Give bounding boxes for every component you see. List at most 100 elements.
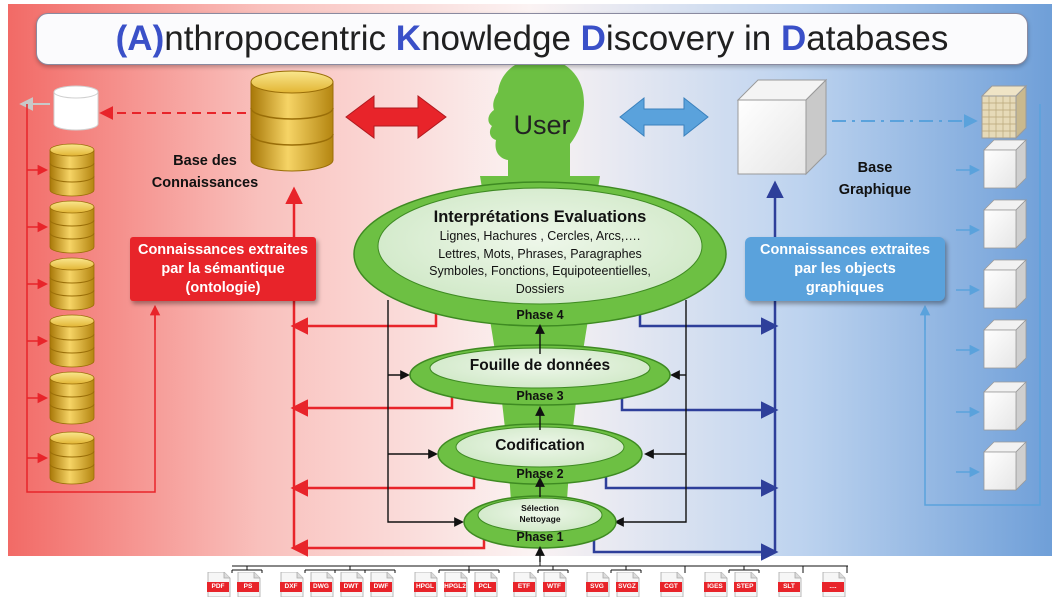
- file-format-icon: DXF: [278, 572, 305, 597]
- graphic-base-label-line: Graphique: [838, 182, 912, 198]
- file-format-label: SVG: [586, 582, 608, 592]
- file-format-label: HPGL2: [444, 582, 466, 592]
- file-format-icon: DWG: [308, 572, 335, 597]
- diagram-title: (A)nthropocentric Knowledge Discovery in…: [36, 13, 1028, 65]
- file-format-icon: PS: [235, 572, 262, 597]
- phase1-line: Sélection: [521, 503, 559, 513]
- file-format-label: PS: [237, 582, 259, 592]
- title-part: iscovery in: [605, 19, 781, 58]
- phase3-label: Phase 3: [516, 389, 564, 403]
- semantic-knowledge-box: Connaissances extraites par la sémantiqu…: [130, 237, 316, 301]
- title-part: nowledge: [421, 19, 581, 58]
- knowledge-base-database: [250, 70, 334, 172]
- file-format-label: IGES: [704, 582, 726, 592]
- blue-double-arrow: [619, 96, 709, 138]
- phase2-label: Phase 2: [516, 467, 564, 481]
- file-format-label: DWG: [310, 582, 332, 592]
- phase2-title: Codification: [495, 437, 585, 454]
- graphic-box-line: par les objects: [794, 260, 896, 277]
- file-format-icon: IGES: [702, 572, 729, 597]
- semantic-box-line: Connaissances extraites: [137, 241, 309, 258]
- file-format-icon: ....: [820, 572, 847, 597]
- small-cube-icon: [983, 259, 1027, 309]
- file-format-label: PDF: [207, 582, 229, 592]
- small-database-icon: [49, 371, 95, 425]
- file-format-label: PCL: [474, 582, 496, 592]
- file-format-icon: ETF: [511, 572, 538, 597]
- knowledge-base-label-line: Base des: [173, 153, 237, 169]
- file-format-icon: PCL: [472, 572, 499, 597]
- title-part: nthropocentric: [164, 19, 396, 58]
- phase4-item-line: Lettres, Mots, Phrases, Paragraphes: [438, 246, 642, 261]
- phase3-title: Fouille de données: [469, 357, 611, 374]
- file-format-icon: HPGL2: [442, 572, 469, 597]
- knowledge-base-label-line: Connaissances: [151, 175, 259, 191]
- file-format-label: WTF: [543, 582, 565, 592]
- small-cube-icon: [983, 441, 1027, 491]
- title-part: atabases: [806, 19, 949, 58]
- phase1-label: Phase 1: [516, 530, 564, 544]
- phase4-item-line: Lignes, Hachures , Cercles, Arcs,….: [439, 229, 641, 243]
- file-format-label: DWF: [370, 582, 392, 592]
- file-format-icon: PDF: [205, 572, 232, 597]
- file-format-icon: DWF: [368, 572, 395, 597]
- file-format-label: HPGL: [414, 582, 436, 592]
- small-database-icon: [49, 257, 95, 311]
- phase4-content: Interprétations Evaluations Lignes, Hach…: [390, 206, 690, 298]
- small-cube-icon: [983, 139, 1027, 189]
- phase1-content: Sélection Nettoyage: [490, 503, 590, 525]
- title-part: D: [780, 19, 807, 58]
- file-format-label: DXF: [280, 582, 302, 592]
- file-format-icon: SVGZ: [614, 572, 641, 597]
- small-cube-icon: [983, 319, 1027, 369]
- small-database-icon: [49, 314, 95, 368]
- small-cube-icon: [983, 381, 1027, 431]
- phase1-ellipse: [463, 495, 617, 549]
- file-format-label: SVGZ: [616, 582, 638, 592]
- file-format-label: DWT: [340, 582, 362, 592]
- file-format-icon: SVG: [584, 572, 611, 597]
- left-database-stack: [27, 143, 95, 485]
- right-stack-links: [924, 104, 1041, 506]
- user-label: User: [513, 110, 571, 140]
- black-connector-lines: [387, 300, 687, 527]
- small-cube-icon: [983, 199, 1027, 249]
- small-database-icon: [49, 200, 95, 254]
- red-double-arrow: [345, 95, 447, 139]
- phase1-line: Nettoyage: [519, 514, 561, 524]
- file-format-tree: [231, 562, 848, 573]
- phase4-title: Interprétations Evaluations: [433, 208, 647, 226]
- phase4-ellipse: [353, 181, 727, 327]
- graphic-box-line: Connaissances extraites: [759, 241, 931, 258]
- graphic-knowledge-box: Connaissances extraites par les objects …: [745, 237, 945, 301]
- small-database-icon: [49, 431, 95, 485]
- file-format-label: CGT: [660, 582, 682, 592]
- knowledge-base-label: Base des Connaissances: [140, 150, 270, 194]
- title-part: (A): [115, 19, 165, 58]
- left-stack-links: [26, 104, 156, 493]
- phase4-item-line: Dossiers: [515, 281, 565, 296]
- graphic-base-label: Base Graphique: [830, 157, 920, 201]
- file-format-icon: HPGL: [412, 572, 439, 597]
- empty-database-icon: [53, 85, 99, 131]
- file-format-label: SLT: [778, 582, 800, 592]
- small-database-icon: [49, 143, 95, 197]
- file-format-label: ETF: [513, 582, 535, 592]
- file-format-label: ....: [822, 582, 844, 592]
- textured-cube-icon: [980, 84, 1028, 140]
- graphic-base-label-line: Base: [857, 160, 893, 176]
- file-format-icon: STEP: [732, 572, 759, 597]
- file-format-icon: WTF: [541, 572, 568, 597]
- file-format-icon: CGT: [658, 572, 685, 597]
- file-format-icon: DWT: [338, 572, 365, 597]
- semantic-box-line: (ontologie): [185, 279, 261, 296]
- phase4-item-line: Symboles, Fonctions, Equipoteentielles,: [429, 264, 651, 278]
- semantic-box-line: par la sémantique: [161, 260, 285, 277]
- file-format-label: STEP: [734, 582, 756, 592]
- phase4-label: Phase 4: [516, 308, 564, 322]
- file-format-icon: SLT: [776, 572, 803, 597]
- graphic-box-line: graphiques: [805, 279, 885, 296]
- right-cube-stack: [956, 139, 1027, 491]
- title-part: D: [580, 19, 606, 58]
